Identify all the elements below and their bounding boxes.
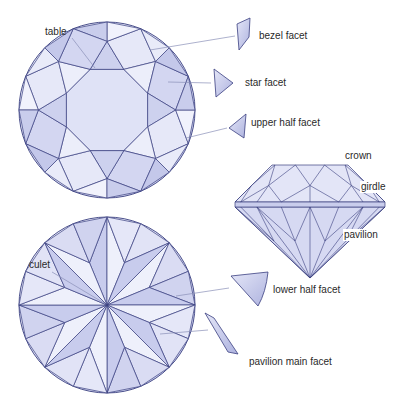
facet-edge [235, 207, 310, 278]
part-label: pavilion main facet [248, 356, 333, 368]
part-label: bezel facet [258, 30, 308, 42]
leader-line [160, 330, 208, 334]
facet-edge [310, 165, 325, 186]
facet-edge [235, 207, 274, 241]
leader-line [186, 128, 227, 138]
crown-facet [19, 110, 38, 144]
facet-edge [310, 207, 325, 241]
facet-edge [310, 207, 385, 278]
bezel-facet-shape [237, 18, 250, 50]
upper-half-facet-shape [229, 114, 246, 138]
pavilion-main-facet-shape [205, 313, 238, 354]
part-label: crown [344, 150, 373, 162]
pavilion-facet [73, 217, 107, 263]
facet-edge [325, 207, 339, 241]
facet-edge [310, 241, 325, 278]
side-outline [235, 207, 385, 278]
facet-edge [281, 186, 310, 203]
crown-facet [176, 110, 195, 144]
star-facet-shape [214, 69, 233, 97]
part-label: table [44, 26, 68, 38]
facet-edge [235, 186, 252, 203]
part-label: pavilion [343, 229, 379, 241]
facet-edge [310, 207, 363, 278]
crown-facet [107, 22, 141, 41]
facet-edge [339, 186, 352, 203]
side-outline [235, 202, 385, 207]
leader-line [168, 82, 211, 83]
facet-edge [252, 165, 275, 186]
pavilion-facet [107, 305, 125, 393]
facet-edge [325, 165, 352, 186]
part-label: upper half facet [250, 117, 321, 129]
pavilion-facet [107, 287, 195, 305]
leader-line [72, 38, 95, 68]
facet-edge [310, 207, 311, 278]
crown-facet [141, 29, 170, 62]
leader-line [176, 288, 229, 296]
facet-edge [257, 207, 295, 241]
leader-line [150, 36, 235, 50]
facet-edge [241, 186, 252, 203]
girdle-outline [19, 22, 195, 198]
facet-edge [241, 186, 269, 203]
crown-facet [156, 144, 189, 173]
part-label: girdle [360, 181, 386, 193]
crown-top-view [19, 22, 195, 198]
lower-half-facet-shape [231, 272, 268, 306]
crown-facet [45, 159, 74, 192]
crown-facet [66, 69, 147, 150]
part-label: lower half facet [272, 284, 341, 296]
facet-edge [310, 186, 339, 203]
facet-edge [310, 186, 311, 203]
facet-edge [295, 165, 310, 186]
facet-edge [281, 207, 295, 241]
facet-edge [295, 207, 310, 241]
crown-facet [107, 179, 141, 198]
part-label: culet [28, 259, 51, 271]
girdle-outline [19, 217, 195, 393]
facet-edge [269, 186, 282, 203]
crown-facet [19, 76, 38, 110]
facet-edge [241, 207, 274, 241]
crown-facet [73, 179, 107, 198]
facet-edge [269, 165, 275, 186]
part-label: star facet [244, 77, 287, 89]
facet-edge [310, 241, 346, 278]
facet-edge [257, 207, 310, 278]
facet-edge [257, 186, 269, 203]
facet-edge [269, 165, 296, 186]
crown-facet [26, 48, 59, 77]
pavilion-bottom-view [19, 217, 195, 393]
crown-facet [176, 76, 195, 110]
facet-edge [274, 241, 310, 278]
leader-line [52, 272, 104, 303]
pavilion-facet [19, 305, 107, 323]
facet-edge [295, 241, 310, 278]
